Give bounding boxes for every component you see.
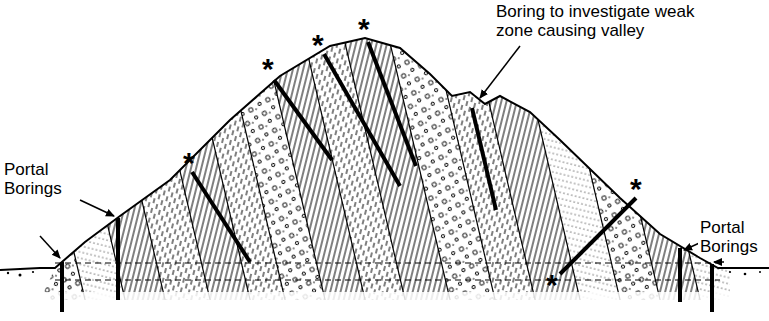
asterisk-mark: * [546,270,558,300]
asterisk-mark: * [630,174,642,204]
asterisk-mark: * [358,14,370,44]
portal-label: Portal Borings [2,160,86,198]
asterisk-mark: * [262,54,274,84]
asterisk-mark: * [312,30,324,60]
portal-label: Portal Borings [698,218,766,256]
boring-note: Boring to investigate weak zone causing … [494,2,718,40]
asterisk-mark: * [183,148,195,178]
